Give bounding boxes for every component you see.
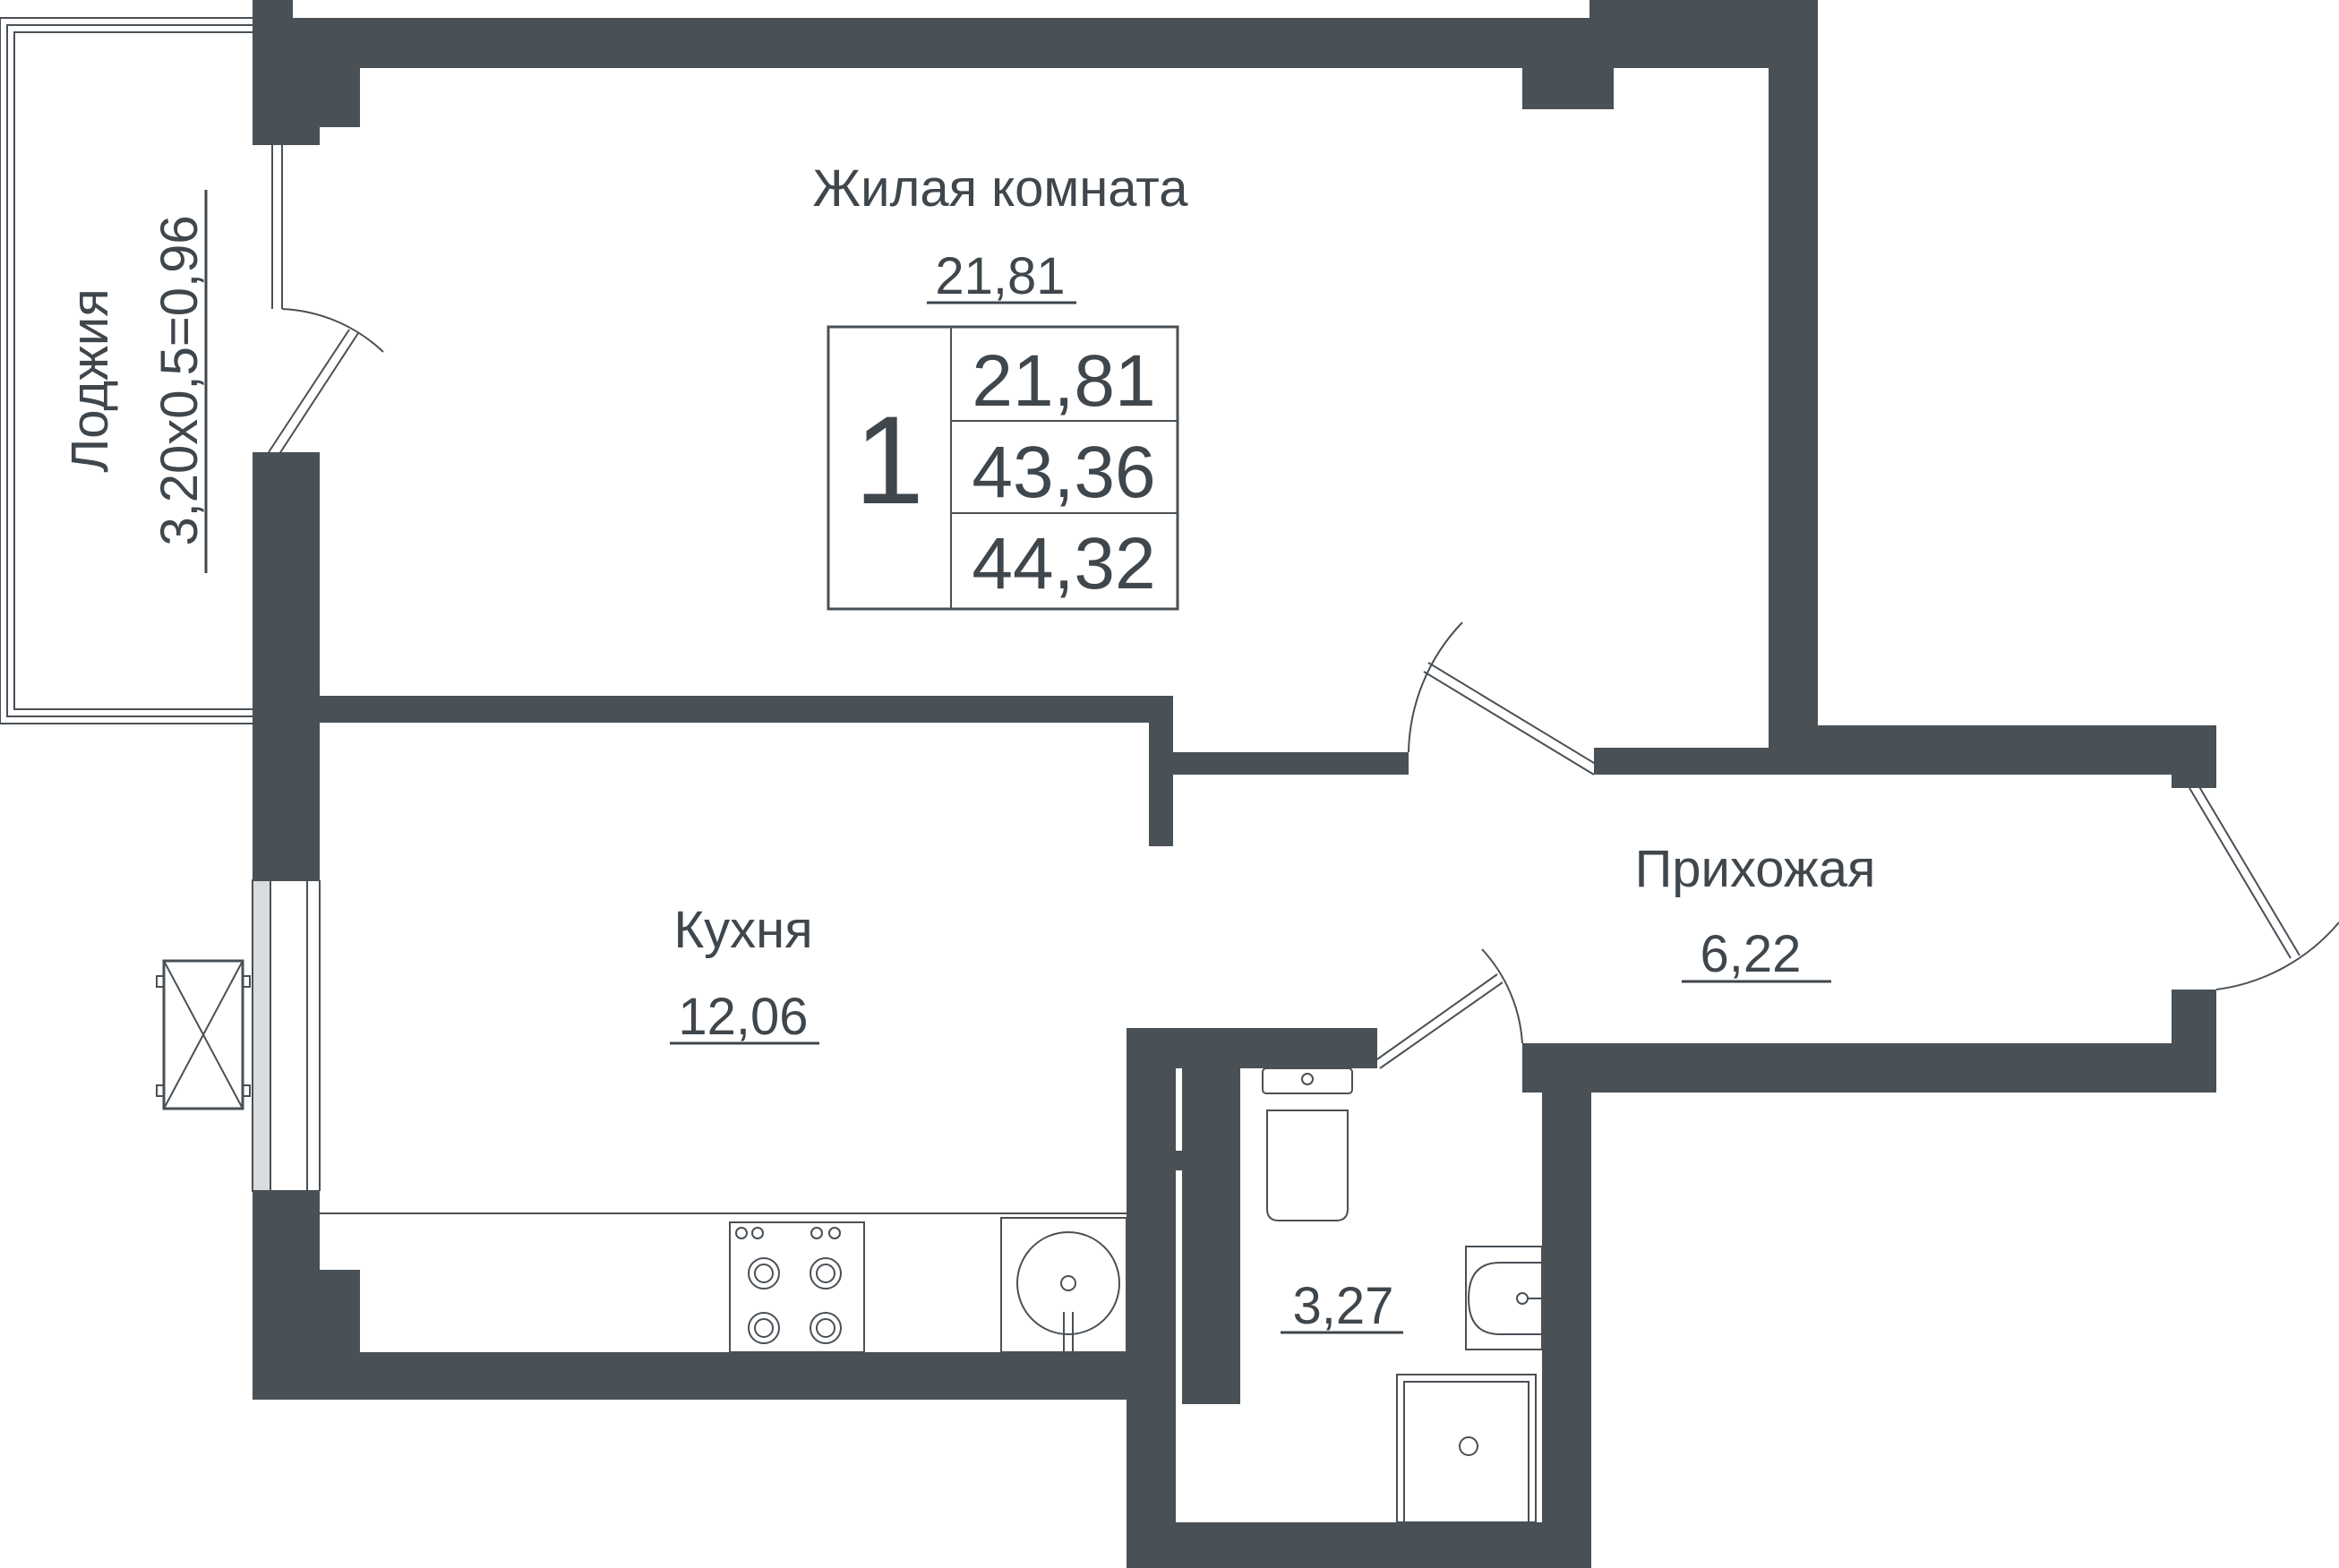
living-room-area: 21,81 xyxy=(935,247,1065,305)
living-room-name: Жилая комната xyxy=(813,159,1189,218)
rooms-count: 1 xyxy=(854,390,924,530)
loggia xyxy=(0,17,253,724)
ventilation-box xyxy=(156,959,251,1110)
loggia-name: Лоджия xyxy=(61,288,119,473)
doors xyxy=(268,145,2339,1069)
labels: Жилая комната 21,81 Кухня 12,06 Прихожая… xyxy=(61,159,1875,1335)
hallway-area: 6,22 xyxy=(1701,925,1802,983)
kitchen-area: 12,06 xyxy=(678,988,808,1046)
living-area-value: 21,81 xyxy=(972,340,1155,422)
walls xyxy=(253,0,2216,1568)
stove-icon xyxy=(729,1221,865,1353)
shower-icon xyxy=(1396,1374,1537,1523)
total-area-value: 43,36 xyxy=(972,432,1155,513)
windows xyxy=(252,879,321,1192)
loggia-area: 3,20х0,5=0,96 xyxy=(150,215,209,545)
total-with-loggia-value: 44,32 xyxy=(972,523,1155,604)
kitchen-name: Кухня xyxy=(673,901,812,959)
summary-box: 1 21,81 43,36 44,32 xyxy=(827,325,1179,611)
bathroom-fixtures xyxy=(1262,1067,1543,1523)
kitchen-counter xyxy=(320,1212,1148,1353)
hallway-name: Прихожая xyxy=(1635,840,1876,898)
kitchen-sink-icon xyxy=(1000,1217,1136,1353)
washbasin-icon xyxy=(1465,1246,1543,1350)
toilet-icon xyxy=(1262,1067,1353,1221)
bathroom-area: 3,27 xyxy=(1293,1277,1394,1335)
